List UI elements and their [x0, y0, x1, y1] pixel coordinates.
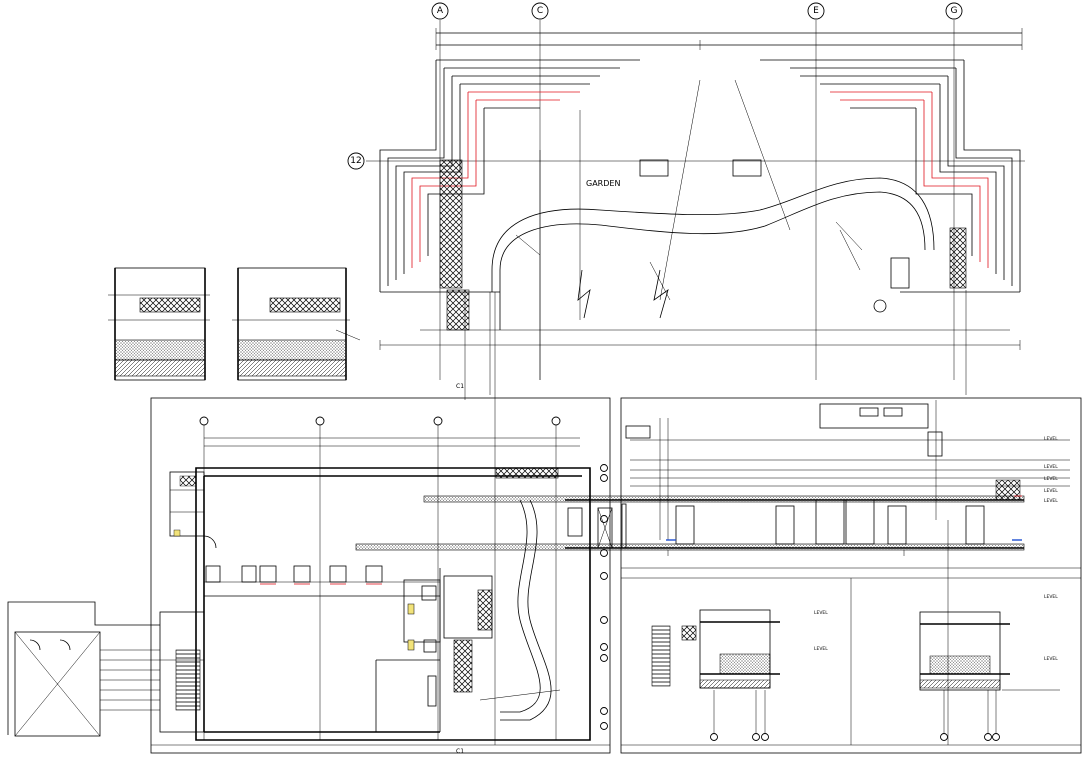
hedge-left-lower [446, 289, 470, 331]
floor-plan-marker-top: C1 [456, 383, 464, 390]
section-level-tag-1: LEVEL [1044, 436, 1058, 442]
beam-bottom [355, 543, 1025, 551]
long-section: LEVEL LEVEL LEVEL LEVEL LEVEL [565, 397, 1082, 754]
planter-box-2 [732, 159, 762, 177]
hedge-left [439, 159, 463, 289]
grid-marker-12-label: 12 [350, 156, 361, 166]
section-frame [620, 397, 1082, 754]
wall-section-left [108, 267, 210, 381]
entrance-stair [7, 601, 160, 737]
detail-section-right: LEVEL LEVEL [919, 594, 1060, 741]
grid-marker-12: 12 [347, 152, 365, 170]
detail-left-level-1: LEVEL [814, 610, 828, 616]
grid-marker-e: E [807, 2, 825, 20]
site-left-steps [379, 59, 640, 330]
section-level-tag-5: LEVEL [1044, 498, 1058, 504]
planter-box-1 [639, 159, 669, 177]
floor-plan-frame [150, 397, 611, 754]
planter-hatch [453, 639, 473, 693]
site-dimension-lines [379, 28, 1023, 350]
beam-top [423, 495, 1025, 503]
garden-label: GARDEN [586, 179, 620, 188]
garden-leaders [515, 79, 863, 380]
wall-section-right [232, 267, 361, 381]
grid-marker-g-label: G [951, 6, 958, 16]
section-level-tag-2: LEVEL [1044, 464, 1058, 470]
site-plan: A C E G 12 [347, 2, 1025, 395]
grid-marker-g: G [945, 2, 963, 20]
grid-marker-c-label: C [537, 6, 543, 16]
detail-section-left: LEVEL LEVEL [651, 609, 828, 741]
planter-box-3 [890, 257, 910, 289]
floor-plan: C1 C1 [150, 292, 1025, 755]
left-service-block [159, 471, 217, 733]
detail-left-level-2: LEVEL [814, 646, 828, 652]
grid-marker-a: A [431, 2, 449, 20]
column-row [204, 565, 440, 585]
grid-marker-c: C [531, 2, 549, 20]
detail-right-level-1: LEVEL [1044, 594, 1058, 600]
section-level-tag-4: LEVEL [1044, 488, 1058, 494]
grid-marker-a-label: A [437, 6, 444, 16]
detail-right-level-2: LEVEL [1044, 656, 1058, 662]
grid-marker-e-label: E [813, 6, 819, 16]
hedge-right [949, 227, 967, 289]
floor-plan-marker-bottom: C1 [456, 748, 464, 755]
site-detail-marker [873, 299, 887, 313]
site-right-steps [760, 59, 1021, 293]
section-level-tag-3: LEVEL [1044, 476, 1058, 482]
garden-path [491, 177, 935, 292]
